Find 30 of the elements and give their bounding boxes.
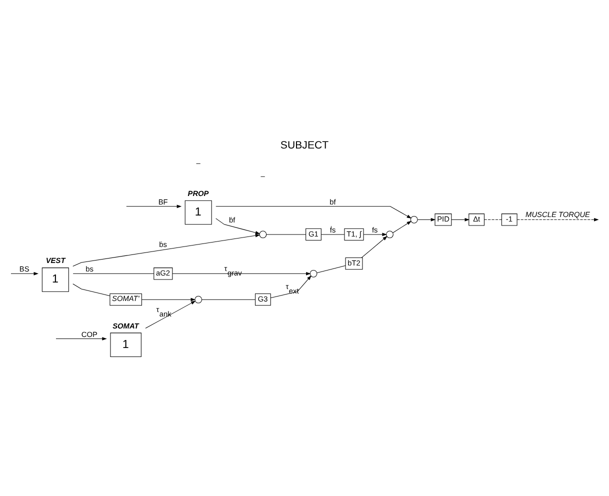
- node-circle: [410, 215, 418, 223]
- node-circle: [310, 269, 318, 277]
- arrow: [516, 217, 599, 221]
- arrow: [451, 217, 470, 221]
- arrow: [145, 300, 196, 328]
- arrow: [172, 271, 311, 275]
- arrow: [392, 220, 412, 233]
- arrow: [361, 235, 388, 258]
- node-box: 1: [110, 332, 142, 357]
- connector: [202, 298, 256, 300]
- connector: [72, 283, 110, 296]
- diagram-title: SUBJECT: [280, 139, 329, 152]
- connector: [316, 264, 346, 273]
- node-circle: [386, 230, 394, 238]
- node-circle: [259, 230, 267, 238]
- arrow: [142, 297, 196, 301]
- arrow: [216, 206, 412, 218]
- connector: [72, 272, 154, 274]
- arrow: [363, 232, 387, 236]
- arrow: [10, 271, 38, 275]
- arrow: [216, 218, 260, 234]
- arrow: [417, 217, 436, 221]
- node-box: 1: [184, 200, 212, 224]
- arrow: [72, 233, 260, 266]
- arrow: [126, 204, 182, 208]
- arrow: [270, 274, 312, 298]
- arrow: [56, 336, 107, 340]
- node-box: 1: [42, 267, 69, 292]
- connector: [484, 218, 502, 220]
- node-circle: [194, 295, 202, 303]
